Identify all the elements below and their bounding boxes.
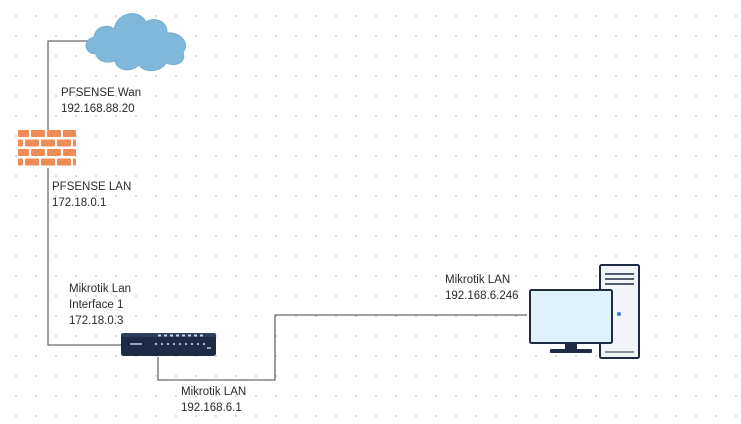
label-line: Mikrotik Lan: [69, 283, 131, 295]
firewall-icon[interactable]: [18, 130, 76, 166]
link-switch-workstation: [157, 314, 527, 381]
switch-icon[interactable]: [121, 333, 216, 356]
label-line: 192.168.88.20: [61, 103, 135, 115]
desktop-computer-icon[interactable]: [529, 264, 640, 359]
label-line: 192.168.6.246: [445, 290, 519, 302]
link-cloud-firewall: [47, 40, 88, 130]
label-line: 172.18.0.3: [69, 315, 124, 327]
label-line: Interface 1: [69, 299, 124, 311]
link-firewall-switch: [47, 168, 122, 346]
label-line: 172.18.0.1: [52, 197, 107, 209]
label-line: PFSENSE LAN: [52, 181, 132, 193]
label-line: 192.168.6.1: [181, 402, 242, 414]
label-mikrotik-lan-workstation: Mikrotik LAN 192.168.6.246: [445, 272, 519, 304]
label-line: PFSENSE Wan: [61, 87, 142, 99]
cloud-icon[interactable]: [85, 13, 187, 72]
label-mikrotik-lan-interface-1: Mikrotik Lan Interface 1 172.18.0.3: [69, 281, 131, 329]
label-pfsense-wan: PFSENSE Wan 192.168.88.20: [61, 85, 141, 117]
label-mikrotik-lan-switch: Mikrotik LAN 192.168.6.1: [181, 384, 246, 416]
label-line: Mikrotik LAN: [181, 386, 247, 398]
label-line: Mikrotik LAN: [445, 274, 511, 286]
label-pfsense-lan: PFSENSE LAN 172.18.0.1: [52, 179, 131, 211]
